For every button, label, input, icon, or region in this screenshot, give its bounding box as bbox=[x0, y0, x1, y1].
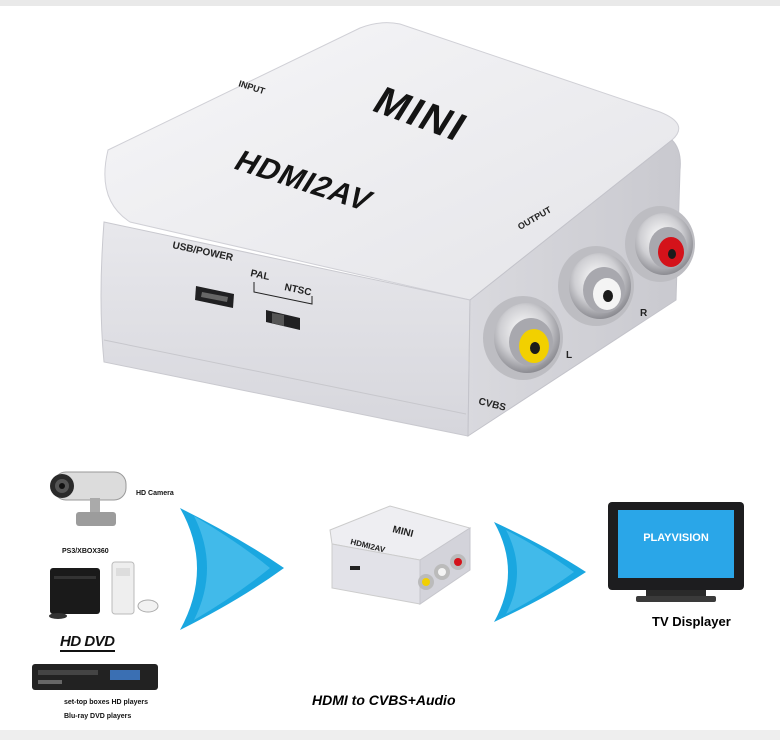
left-channel-label: L bbox=[566, 350, 572, 361]
rca-jack-white bbox=[558, 246, 634, 326]
converter-thumbnail: MINI HDMI2AV bbox=[329, 505, 472, 605]
rca-jack-red bbox=[625, 206, 695, 282]
tv-displayer-label: TV Displayer bbox=[652, 614, 731, 629]
svg-text:MINI: MINI bbox=[391, 524, 414, 540]
flow-arrow-icon bbox=[180, 508, 284, 630]
hd-camera-label: HD Camera bbox=[136, 490, 174, 497]
tv-screen-text: PLAYVISION bbox=[643, 532, 709, 544]
rca-jack-yellow bbox=[483, 296, 563, 380]
console-label: PS3/XBOX360 bbox=[62, 548, 109, 555]
tv-icon bbox=[608, 502, 744, 602]
pal-ntsc-switch bbox=[266, 310, 300, 330]
dvd-player-icon bbox=[32, 664, 158, 690]
pal-label: PAL bbox=[249, 268, 270, 283]
hd-camera-icon bbox=[50, 471, 127, 526]
hdmi2av-converter-photo: MINI HDMI2AV INPUT OUTPUT USB/POWER PAL … bbox=[100, 22, 695, 437]
player-label-2: Blu-ray DVD players bbox=[64, 713, 132, 720]
game-console-icon bbox=[49, 561, 159, 619]
bottom-border bbox=[0, 730, 780, 740]
right-channel-label: R bbox=[640, 308, 648, 319]
player-label-1: set-top boxes HD players bbox=[64, 699, 149, 706]
hd-dvd-logo: HD DVD bbox=[60, 633, 115, 652]
usb-port bbox=[195, 286, 234, 308]
flow-arrow-icon bbox=[494, 522, 586, 622]
top-border bbox=[0, 0, 780, 6]
diagram-caption: HDMI to CVBS+Audio bbox=[312, 692, 456, 708]
